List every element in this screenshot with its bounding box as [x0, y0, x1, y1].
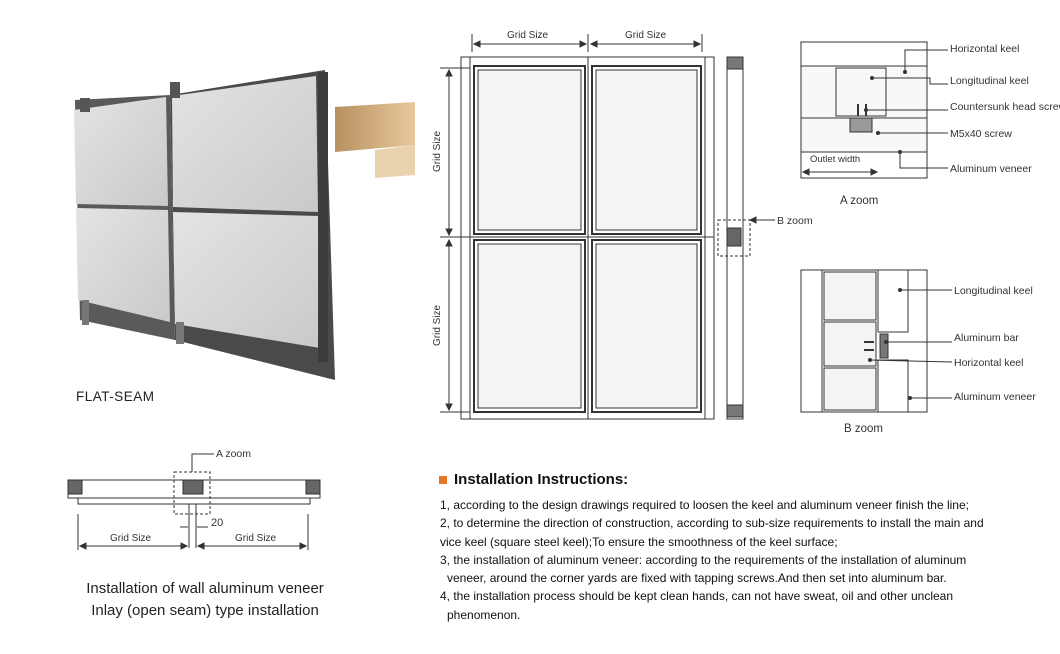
keel-post — [176, 322, 184, 344]
grid-height-label: Grid Size — [432, 130, 443, 172]
label-aluminum-veneer: Aluminum veneer — [950, 163, 1032, 175]
b-zoom-title: B zoom — [844, 423, 883, 435]
a-zoom-title: A zoom — [840, 195, 878, 207]
grid-height-label: Grid Size — [432, 304, 443, 346]
veneer-panel — [74, 97, 168, 206]
side-section — [717, 56, 775, 420]
gap-dimension: 20 — [211, 517, 223, 529]
label-aluminum-bar: Aluminum bar — [954, 332, 1019, 344]
caption-line-2: Inlay (open seam) type installation — [91, 602, 319, 619]
label-longitudinal-keel: Longitudinal keel — [954, 285, 1033, 297]
label-horizontal-keel: Horizontal keel — [950, 43, 1019, 55]
wood-block — [335, 102, 415, 152]
diagram-caption: Installation of wall aluminum veneer Inl… — [40, 578, 370, 622]
label-countersunk-screws: Countersunk head screws — [950, 101, 1060, 113]
a-zoom-callout: A zoom — [216, 448, 251, 460]
grid-size-right: Grid Size — [235, 533, 277, 544]
veneer-panel — [473, 65, 586, 235]
veneer-panel — [173, 212, 320, 348]
veneer-panel — [76, 208, 170, 322]
flat-seam-label: FLAT-SEAM — [76, 389, 155, 404]
veneer-panel — [473, 239, 586, 413]
longitudinal-keel — [835, 67, 887, 117]
keel-section — [877, 269, 909, 333]
keel-post — [318, 72, 328, 362]
keel-post — [170, 82, 180, 98]
screw — [849, 117, 873, 133]
instruction-step-2-cont: vice keel (square steel keel);To ensure … — [440, 534, 838, 549]
label-aluminum-veneer: Aluminum veneer — [954, 391, 1036, 403]
veneer-panel — [591, 239, 702, 413]
grid-width-label: Grid Size — [625, 30, 667, 41]
label-outlet-width: Outlet width — [810, 154, 860, 165]
label-m5x40-screw: M5x40 screw — [950, 128, 1012, 140]
instructions-title: Installation Instructions: — [454, 471, 629, 488]
aluminum-bar — [879, 333, 889, 359]
label-horizontal-keel: Horizontal keel — [954, 357, 1023, 369]
b-zoom-callout: B zoom — [777, 215, 813, 227]
instruction-step-4-cont: phenomenon. — [447, 607, 521, 622]
keel-post — [82, 300, 89, 325]
instruction-step-3-cont: veneer, around the corner yards are fixe… — [447, 571, 947, 586]
caption-line-1: Installation of wall aluminum veneer — [86, 580, 324, 597]
keel-post — [80, 98, 90, 112]
wood-block-front — [375, 145, 415, 178]
instruction-step-1: 1, according to the design drawings requ… — [440, 498, 969, 512]
instruction-step-4: 4, the installation process should be ke… — [440, 589, 954, 604]
title-bullet-icon — [439, 476, 447, 484]
grid-width-label: Grid Size — [507, 30, 549, 41]
label-longitudinal-keel: Longitudinal keel — [950, 75, 1029, 87]
instruction-step-2: 2, to determine the direction of constru… — [440, 516, 984, 531]
instruction-step-3: 3, the installation of aluminum veneer: … — [440, 552, 967, 567]
veneer-panel — [172, 76, 318, 212]
veneer-panel — [591, 65, 702, 235]
longitudinal-keel — [823, 271, 877, 321]
grid-size-left: Grid Size — [110, 533, 152, 544]
instructions-list: 1, according to the design drawings requ… — [440, 496, 1015, 624]
